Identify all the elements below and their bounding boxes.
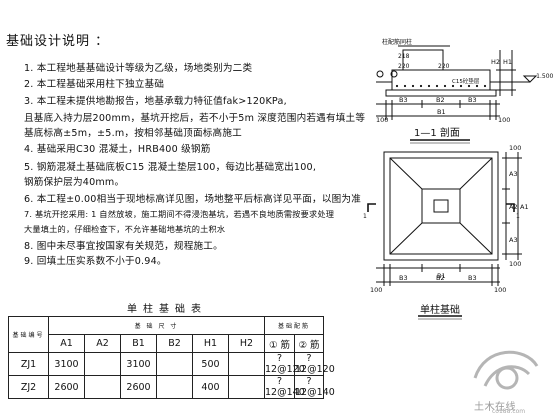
section-concrete-label: C15砼垫层 <box>452 77 480 85</box>
table-cell <box>84 352 121 376</box>
plan-b3-label: B3 <box>468 274 477 282</box>
notes-title: 基础设计说明 ： <box>6 34 110 49</box>
section-dim-220: 220 <box>438 63 450 70</box>
plan-dim-100: 100 <box>370 286 382 294</box>
note-line: 3. 本工程未提供地勘报告，地基承载力特征值fak>120KPa, <box>24 96 287 107</box>
level-marker-icon <box>522 75 538 83</box>
plan-diagonal <box>389 222 423 255</box>
table-cell: ?12@140 <box>264 375 305 399</box>
table-cell: ?12@140 <box>294 375 335 399</box>
plan-dim-100: 100 <box>494 286 506 294</box>
plan-dim-100: 100 <box>509 144 521 152</box>
note-line: 9. 回填土压实系数不小于0.94。 <box>24 256 167 267</box>
section-h2-label: H2 <box>491 58 500 66</box>
note-line: 且基底入持力层200mm，基坑开挖后，若不小于5m 深度范围内若遇有填土等 <box>24 113 366 124</box>
note-line: 2. 本工程基础采用柱下独立基础 <box>24 79 165 90</box>
plan-diagonal <box>459 222 493 255</box>
table-cell <box>156 375 193 399</box>
note-line: 8. 图中未尽事宜按国家有关规范，规程施工。 <box>24 241 223 252</box>
table-cell: ?12@120 <box>264 352 305 376</box>
section-h1-label: H1 <box>503 58 512 66</box>
section-bedding <box>385 89 497 97</box>
rebar-suffix: 筋 <box>280 339 291 351</box>
note-line: 6. 本工程±0.00相当于现地标高详见图，场地整平后标高详见平面，以图为准 <box>24 194 362 205</box>
table-cell: ZJ2 <box>8 375 49 399</box>
cut-marker-icon <box>506 203 515 212</box>
plan-a3-label: A3 <box>509 170 518 178</box>
plan-drawing <box>367 151 522 320</box>
plan-b3-label: B3 <box>399 274 408 282</box>
section-dim-220: 220 <box>398 63 410 70</box>
plan-labels: 100 A3 A2 A1 A3 100 B3 B2 B3 B1 100 100 … <box>363 144 529 316</box>
watermark-url: co188.com <box>492 408 526 415</box>
plan-title: 单柱基础 <box>420 303 460 316</box>
section-dim-100: 100 <box>376 116 388 124</box>
plan-footing-outline <box>389 157 493 255</box>
section-b3-label: B3 <box>399 96 408 104</box>
plan-dim-100: 100 <box>509 260 521 268</box>
table-cell: 2600 <box>120 375 157 399</box>
note-line: 基底标高±5m，±5.m，按相邻基础顶面标高施工 <box>24 128 242 139</box>
section-b2-label: B2 <box>436 96 445 104</box>
plan-bedding-outline <box>383 151 499 261</box>
section-rebar-dots <box>395 84 487 88</box>
plan-a1-label: A1 <box>520 203 529 211</box>
watermark-text: 土木在线 <box>474 402 516 413</box>
note-line: 5. 钢筋混凝土基础底板C15 混凝土垫层100，每边比基础宽出100, <box>24 162 317 173</box>
section-top-note: 柱配筋同柱 <box>382 38 412 46</box>
note-line: 大量填土的，仔细检查下，不允许基础地基坑的土积水 <box>24 224 226 234</box>
plan-cut-label: 1 <box>516 213 520 220</box>
plan-diagonal <box>389 157 423 190</box>
plan-b1-label: B1 <box>437 272 446 280</box>
section-level-label: -1.500 <box>534 73 554 80</box>
table-cell <box>227 375 266 399</box>
section-dim-100: 100 <box>498 116 510 124</box>
table-title: 单柱基础表 <box>127 304 207 315</box>
section-marker-icon <box>390 70 398 78</box>
section-drawing <box>376 45 538 144</box>
section-dim-218: 218 <box>398 53 410 60</box>
table-header-id: 基础编号 <box>8 316 49 353</box>
plan-a2-label: A2 <box>509 203 518 211</box>
rebar-num: ② <box>298 339 308 351</box>
plan-a3-label: A3 <box>509 236 518 244</box>
table-row: ZJ1 3100 3100 500 ?12@120 ?12@120 <box>8 352 335 376</box>
table-cell: 400 <box>192 375 229 399</box>
note-line: 7. 基坑开挖采用: 1 自然放坡，施工期间不得浸泡基坑，若遇不良地质需按要求处… <box>24 209 335 219</box>
rebar-suffix: 筋 <box>310 339 320 351</box>
foundation-table: 基础编号 基 础 尺 寸 基础配筋 A1 A2 B1 B2 H1 H2 ① 筋 … <box>8 316 335 399</box>
table-cell <box>84 375 121 399</box>
section-b3-label: B3 <box>468 96 477 104</box>
table-col-header-rebar: ① 筋 <box>264 334 296 353</box>
plan-column <box>433 199 449 213</box>
cut-marker-icon <box>367 203 376 212</box>
table-col-header: H2 <box>227 334 266 353</box>
section-marker-icon <box>376 70 384 78</box>
plan-step-outline <box>421 188 461 224</box>
plan-diagonal <box>459 157 493 190</box>
note-line: 4. 基础采用C30 混凝土，HRB400 级钢筋 <box>24 144 211 155</box>
section-labels: 柱配筋同柱 218 220 220 C15砼垫层 -1.500 H2 H1 B3… <box>376 38 554 139</box>
table-cell: ?12@120 <box>294 352 335 376</box>
section-b1-label: B1 <box>437 108 446 116</box>
plan-cut-label: 1 <box>363 213 367 220</box>
note-line: 钢筋保护层为40mm。 <box>24 177 125 188</box>
watermark-logo <box>473 350 539 390</box>
table-row: ZJ2 2600 2600 400 ?12@140 ?12@140 <box>8 375 335 399</box>
section-title: 1—1 剖面 <box>414 126 460 139</box>
rebar-num: ① <box>268 339 278 351</box>
note-line: 1. 本工程地基基础设计等级为乙级，场地类别为二类 <box>24 63 253 74</box>
plan-b2-label: B2 <box>436 274 445 282</box>
